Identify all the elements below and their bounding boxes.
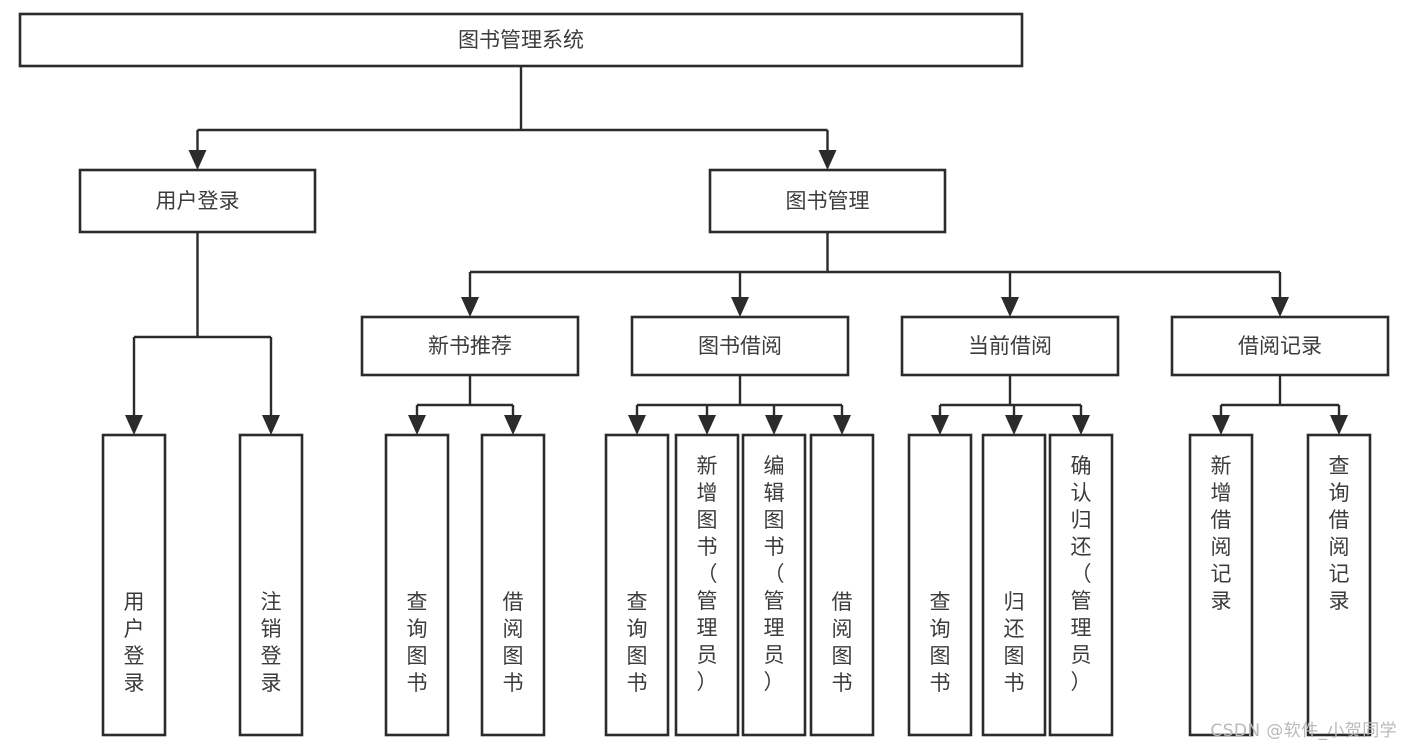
node-label: 确认归还（管理员）: [1071, 454, 1092, 694]
node-book-borrow[interactable]: 图书借阅: [630, 315, 850, 377]
node-label: 查询图书: [407, 590, 428, 695]
node-leaf-query-book-current[interactable]: 查询图书: [907, 433, 973, 737]
node-label: 查询图书: [930, 590, 951, 695]
node-leaf-add-book-admin[interactable]: 新增图书（管理员）: [674, 433, 740, 737]
node-label: 用户登录: [124, 590, 145, 695]
node-root[interactable]: 图书管理系统: [18, 12, 1024, 68]
node-label: 图书管理系统: [458, 28, 584, 52]
connector-borrow-record-to-leaves: [1212, 375, 1348, 435]
node-leaf-query-book-rec[interactable]: 查询图书: [384, 433, 450, 737]
node-new-book-recommend[interactable]: 新书推荐: [360, 315, 580, 377]
node-label: 归还图书: [1004, 590, 1025, 695]
node-book-management[interactable]: 图书管理: [708, 168, 947, 234]
node-leaf-edit-book-admin[interactable]: 编辑图书（管理员）: [741, 433, 807, 737]
node-leaf-return-book[interactable]: 归还图书: [981, 433, 1047, 737]
node-borrow-record[interactable]: 借阅记录: [1170, 315, 1390, 377]
csdn-watermark: CSDN @软件_小贺同学: [1210, 721, 1397, 741]
connector-root-to-level2: [188, 66, 837, 170]
node-label: 当前借阅: [968, 334, 1052, 358]
node-label: 借阅记录: [1238, 334, 1322, 358]
node-leaf-query-book-borrow[interactable]: 查询图书: [604, 433, 670, 737]
node-layer: 图书管理系统用户登录图书管理新书推荐图书借阅当前借阅借阅记录用户登录注销登录查询…: [18, 12, 1390, 737]
node-leaf-query-borrow-record[interactable]: 查询借阅记录: [1306, 433, 1372, 737]
node-leaf-borrow-book[interactable]: 借阅图书: [809, 433, 875, 737]
node-label: 编辑图书（管理员）: [764, 454, 785, 694]
node-label: 查询图书: [627, 590, 648, 695]
node-leaf-logout[interactable]: 注销登录: [238, 433, 304, 737]
node-label: 借阅图书: [503, 590, 524, 695]
node-label: 图书借阅: [698, 334, 782, 358]
node-leaf-add-borrow-record[interactable]: 新增借阅记录: [1188, 433, 1254, 737]
node-label: 用户登录: [156, 189, 240, 213]
node-leaf-user-login[interactable]: 用户登录: [101, 433, 167, 737]
connector-book-management-to-level3: [461, 232, 1289, 317]
node-label: 新书推荐: [428, 334, 512, 358]
node-label: 新增图书（管理员）: [697, 454, 718, 694]
node-label: 新增借阅记录: [1211, 454, 1232, 613]
node-label: 注销登录: [261, 590, 282, 695]
node-current-borrow[interactable]: 当前借阅: [900, 315, 1120, 377]
node-label: 图书管理: [786, 189, 870, 213]
node-leaf-borrow-book-rec[interactable]: 借阅图书: [480, 433, 546, 737]
connector-user-login-to-leaves: [125, 232, 280, 435]
node-user-login[interactable]: 用户登录: [78, 168, 317, 234]
connector-layer: [125, 66, 1348, 435]
node-label: 借阅图书: [832, 590, 853, 695]
connector-current-borrow-to-leaves: [931, 375, 1090, 435]
node-label: 查询借阅记录: [1329, 454, 1350, 613]
node-leaf-confirm-return-admin[interactable]: 确认归还（管理员）: [1048, 433, 1114, 737]
connector-new-book-recommend-to-leaves: [408, 375, 522, 435]
connector-book-borrow-to-leaves: [628, 375, 851, 435]
